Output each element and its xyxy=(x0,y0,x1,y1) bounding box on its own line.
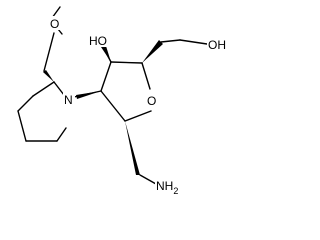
methoxy-o-bg xyxy=(49,16,61,30)
stereo-wedges xyxy=(43,40,163,175)
hydroxy-3-bg xyxy=(88,33,110,47)
bond-ch2-methoxy-o xyxy=(43,32,55,72)
molecule-diagram: O HO OH N O NH2 xyxy=(17,6,229,196)
atom-labels: O HO OH N O NH2 xyxy=(49,16,229,196)
hydroxy-3-label: HO xyxy=(89,34,107,48)
bond-pyr-n-c2 xyxy=(53,81,65,96)
amine-nh: NH xyxy=(156,179,173,193)
methoxy-o-label: O xyxy=(50,17,59,31)
bond-pyr-c2-c3 xyxy=(17,95,34,112)
amine-label: NH2 xyxy=(156,179,178,196)
bond-pyr-c3-c4 xyxy=(17,110,27,142)
bond-c3-c4 xyxy=(110,61,143,64)
wedge-c3-oh xyxy=(101,46,111,62)
bond-c2-c3 xyxy=(100,61,112,92)
amine-subscript: 2 xyxy=(173,186,178,196)
ring-o-bg xyxy=(146,92,158,108)
ring-o-label: O xyxy=(147,94,156,108)
bond-pyr-c5-n xyxy=(56,127,67,142)
bond-ring-o-c1 xyxy=(124,110,152,122)
pyrrolidine-n-label: N xyxy=(64,93,73,107)
hydroxymethyl-oh-label: OH xyxy=(208,38,226,52)
bond-lines xyxy=(17,6,208,185)
bond-ch2-oh xyxy=(179,39,208,45)
amine-bg xyxy=(155,178,185,196)
wedge-pyrrolidine-ch2 xyxy=(43,70,54,82)
bond-c5-ch2 xyxy=(160,39,181,43)
wedge-c1-ch2 xyxy=(125,121,140,175)
wedge-c2-n xyxy=(76,91,101,99)
pyrrolidine-n-bg xyxy=(63,92,75,106)
wedge-c4-ch2oh xyxy=(142,40,163,63)
bond-ch2-nh2 xyxy=(139,174,157,185)
bond-pyr-c2-top xyxy=(32,81,55,97)
bond-c4-ring-o xyxy=(141,62,151,90)
wedge-tail-bonds xyxy=(43,32,181,72)
bond-c1-c2 xyxy=(100,90,126,122)
hydroxymethyl-oh-bg xyxy=(207,37,229,51)
